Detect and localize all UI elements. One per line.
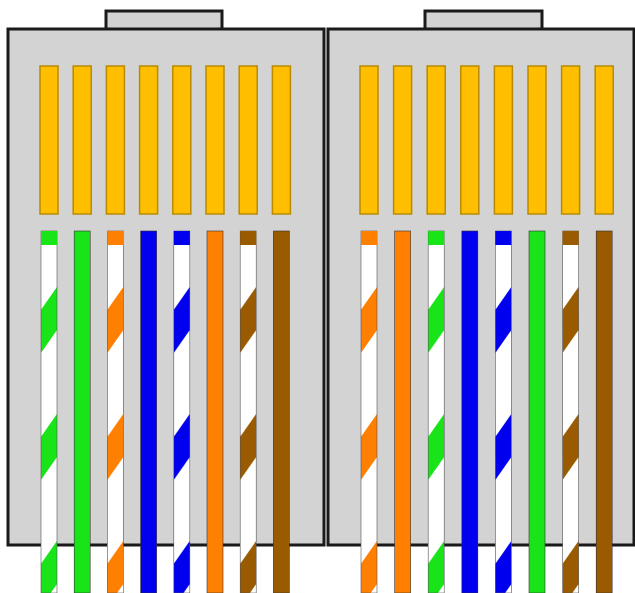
wire-blue-solid	[140, 230, 157, 593]
wire-body	[495, 230, 512, 593]
gold-contact	[460, 65, 480, 215]
connector-housing	[6, 27, 326, 547]
wire-cap	[41, 231, 57, 245]
gold-contact	[560, 65, 581, 215]
wire-green-white-striped	[40, 230, 58, 593]
connectors	[6, 9, 635, 593]
wire-blue-solid	[461, 230, 479, 593]
wire-body	[427, 230, 445, 593]
wire-cap	[428, 231, 445, 245]
gold-contact	[72, 65, 92, 215]
gold-contact	[138, 65, 159, 215]
wire-body	[562, 230, 579, 593]
gold-contact	[359, 65, 379, 215]
wire-body	[173, 230, 191, 593]
wire-cap	[107, 231, 124, 245]
gold-contact	[493, 65, 514, 215]
wire-body	[239, 230, 257, 593]
wire-brown-white-striped	[562, 230, 579, 593]
wire-green-solid	[73, 230, 91, 593]
wire-body	[360, 230, 378, 593]
gold-contact	[39, 65, 59, 215]
gold-contact	[205, 65, 225, 215]
gold-contact	[594, 65, 614, 215]
wire-brown-white-striped	[239, 230, 257, 593]
wire-orange-white-striped	[107, 230, 124, 593]
gold-contact	[172, 65, 192, 215]
wire-cap	[240, 231, 257, 245]
wire-blue-white-striped	[173, 230, 191, 593]
gold-contact	[271, 65, 292, 215]
wire-orange-solid	[394, 230, 411, 593]
wire-cap	[361, 231, 377, 245]
wire-orange-solid	[206, 230, 224, 593]
gold-contact	[238, 65, 258, 215]
wire-cap	[173, 231, 190, 245]
connector-housing	[326, 27, 635, 547]
wire-body	[107, 230, 124, 593]
gold-contact	[527, 65, 547, 215]
connector-right	[326, 9, 635, 593]
wire-cap	[495, 231, 512, 245]
gold-contact	[426, 65, 446, 215]
wire-brown-solid	[273, 230, 290, 593]
gold-contact	[392, 65, 413, 215]
wire-body	[40, 230, 58, 593]
gold-contact	[105, 65, 126, 215]
wire-cap	[562, 231, 579, 245]
wire-green-white-striped	[427, 230, 445, 593]
wire-blue-white-striped	[495, 230, 512, 593]
wire-orange-white-striped	[360, 230, 378, 593]
wire-green-solid	[528, 230, 546, 593]
connector-left	[6, 9, 326, 593]
wire-brown-solid	[595, 230, 613, 593]
